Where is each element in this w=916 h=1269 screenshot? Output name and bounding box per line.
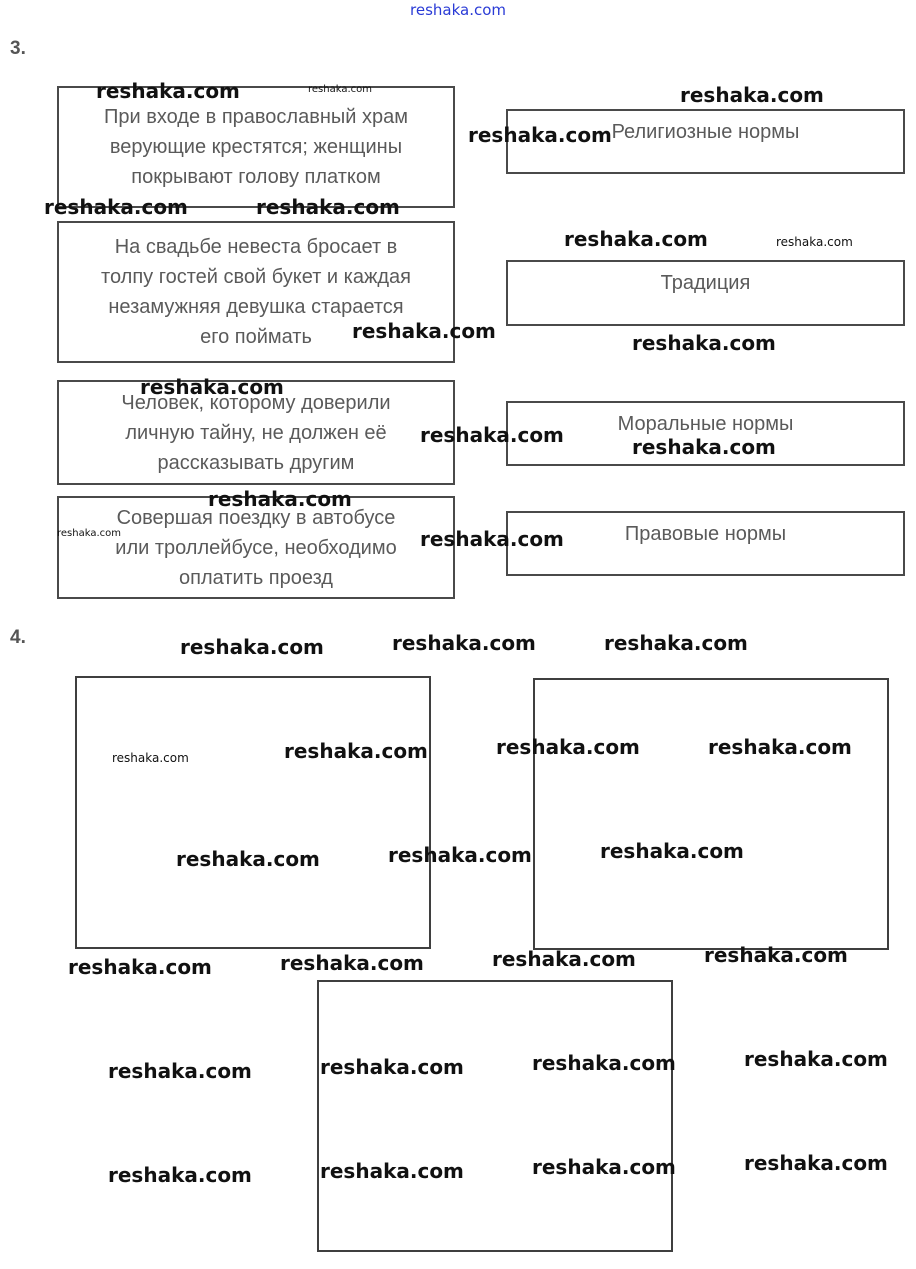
watermark: reshaka.com <box>532 1155 676 1179</box>
watermark: reshaka.com <box>632 435 776 459</box>
watermark: reshaka.com <box>532 1051 676 1075</box>
task-3-number: 3. <box>10 38 26 59</box>
watermark: reshaka.com <box>308 84 372 95</box>
watermark: reshaka.com <box>776 235 853 249</box>
task-4-number: 4. <box>10 627 26 648</box>
watermark: reshaka.com <box>704 943 848 967</box>
watermark: reshaka.com <box>320 1159 464 1183</box>
watermark: reshaka.com <box>604 631 748 655</box>
watermark: reshaka.com <box>44 195 188 219</box>
watermark: reshaka.com <box>632 331 776 355</box>
situation-card-1: При входе в православный храм верующие к… <box>57 86 455 208</box>
norm-text-4: Правовые нормы <box>624 523 787 545</box>
watermark: reshaka.com <box>708 735 852 759</box>
watermark: reshaka.com <box>108 1163 252 1187</box>
norm-card-1: Религиозные нормы <box>506 109 905 174</box>
watermark: reshaka.com <box>57 528 121 539</box>
situation-card-4: Совершая поездку в автобусе или троллейб… <box>57 496 455 599</box>
empty-frame-3 <box>317 980 673 1252</box>
watermark: reshaka.com <box>744 1047 888 1071</box>
watermark: reshaka.com <box>208 487 352 511</box>
situation-text-4: Совершая поездку в автобусе или троллейб… <box>115 506 397 589</box>
watermark: reshaka.com <box>420 423 564 447</box>
watermark: reshaka.com <box>564 227 708 251</box>
norm-text-1: Религиозные нормы <box>611 121 800 143</box>
watermark: reshaka.com <box>140 375 284 399</box>
empty-frame-1 <box>75 676 431 949</box>
watermark: reshaka.com <box>68 955 212 979</box>
norm-card-3: Моральные нормы <box>506 401 905 466</box>
watermark: reshaka.com <box>744 1151 888 1175</box>
watermark: reshaka.com <box>680 83 824 107</box>
watermark: reshaka.com <box>420 527 564 551</box>
watermark: reshaka.com <box>180 635 324 659</box>
watermark: reshaka.com <box>600 839 744 863</box>
watermark: reshaka.com <box>176 847 320 871</box>
watermark: reshaka.com <box>256 195 400 219</box>
situation-card-2: На свадьбе невеста бросает в толпу госте… <box>57 221 455 363</box>
situation-text-2: На свадьбе невеста бросает в толпу госте… <box>101 236 411 348</box>
watermark: reshaka.com <box>392 631 536 655</box>
watermark: reshaka.com <box>320 1055 464 1079</box>
empty-frame-2 <box>533 678 889 950</box>
norm-card-2: Традиция <box>506 260 905 326</box>
watermark: reshaka.com <box>284 739 428 763</box>
watermark: reshaka.com <box>352 319 496 343</box>
situation-text-1: При входе в православный храм верующие к… <box>103 106 408 188</box>
watermark: reshaka.com <box>496 735 640 759</box>
norm-text-2: Традиция <box>660 272 751 294</box>
watermark: reshaka.com <box>388 843 532 867</box>
site-link[interactable]: reshaka.com <box>410 1 506 19</box>
norm-text-3: Моральные нормы <box>617 413 794 435</box>
watermark: reshaka.com <box>280 951 424 975</box>
norm-card-4: Правовые нормы <box>506 511 905 576</box>
watermark: reshaka.com <box>468 123 612 147</box>
situation-text-3: Человек, которому доверили личную тайну,… <box>121 391 391 474</box>
watermark: reshaka.com <box>96 79 240 103</box>
watermark: reshaka.com <box>108 1059 252 1083</box>
watermark: reshaka.com <box>112 751 189 765</box>
situation-card-3: Человек, которому доверили личную тайну,… <box>57 380 455 485</box>
watermark: reshaka.com <box>492 947 636 971</box>
